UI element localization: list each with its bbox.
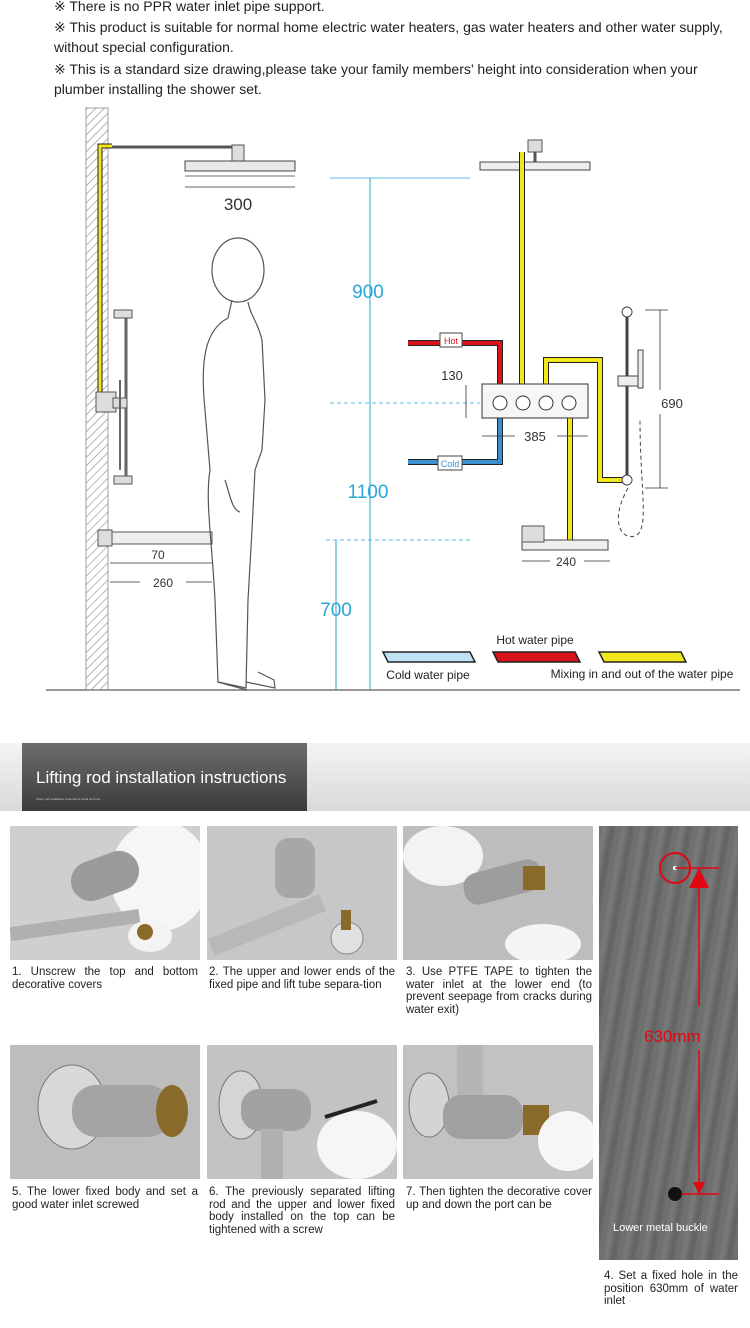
step-photo-3 bbox=[403, 826, 593, 960]
dim-690: 690 bbox=[661, 396, 683, 411]
step-text-2: 2. The upper and lower ends of the fixed… bbox=[209, 966, 395, 991]
spout-right bbox=[521, 539, 609, 551]
mix-pipes-right bbox=[519, 152, 625, 540]
step-photo-1 bbox=[10, 826, 200, 960]
legend-cold: Cold water pipe bbox=[386, 668, 470, 682]
dim-1100: 1100 bbox=[348, 482, 389, 503]
step-photo-6 bbox=[207, 1045, 397, 1179]
hot-tag: Hot bbox=[444, 336, 459, 346]
measure-label: 630mm bbox=[644, 1027, 701, 1046]
step-text-1: 1. Unscrew the top and bottom decorative… bbox=[12, 966, 198, 991]
cold-tag: Cold bbox=[441, 459, 460, 469]
cold-pipe bbox=[408, 418, 503, 465]
pipe-cover-image bbox=[10, 826, 200, 960]
step-photo-2 bbox=[207, 826, 397, 960]
installation-diagram: 300 70 260 900 1100 700 Hot Cold bbox=[46, 107, 740, 691]
section-title: Lifting rod installation instructions bbox=[36, 768, 287, 787]
step-text-5: 5. The lower fixed body and set a good w… bbox=[12, 1186, 198, 1211]
dim-70: 70 bbox=[151, 548, 165, 562]
dim-300: 300 bbox=[224, 195, 252, 214]
dim-240: 240 bbox=[556, 555, 576, 569]
step-text-6: 6. The previously separated lifting rod … bbox=[209, 1186, 395, 1236]
person-outline bbox=[202, 237, 276, 691]
dim-385: 385 bbox=[524, 429, 546, 444]
step-text-7: 7. Then tighten the decorative cover up … bbox=[406, 1186, 592, 1211]
dim-260: 260 bbox=[153, 576, 173, 590]
note-2: ※ This product is suitable for normal ho… bbox=[54, 19, 723, 55]
dim-900: 900 bbox=[352, 282, 384, 303]
pipe-separation-image bbox=[207, 826, 397, 960]
section-subtitle: Lifting rod installation instructions sm… bbox=[36, 797, 101, 801]
wall-measure-photo bbox=[599, 826, 738, 1260]
lower-fixed-body-image bbox=[10, 1045, 200, 1179]
legend-mix: Mixing in and out of the water pipe bbox=[551, 667, 734, 681]
notes-block: ※ There is no PPR water inlet pipe suppo… bbox=[0, 0, 750, 100]
spout bbox=[107, 531, 213, 545]
banner-tab bbox=[22, 743, 307, 811]
ptfe-tape-image bbox=[403, 826, 593, 960]
legend: Hot water pipe Cold water pipe Mixing in… bbox=[381, 633, 734, 682]
dim-130: 130 bbox=[441, 368, 463, 383]
decorative-cover-image bbox=[403, 1045, 593, 1179]
section-banner: Lifting rod installation instructions Li… bbox=[0, 743, 750, 811]
step-text-3: 3. Use PTFE TAPE to tighten the water in… bbox=[406, 966, 592, 1016]
overhead-shower-right bbox=[479, 161, 591, 171]
legend-hot: Hot water pipe bbox=[496, 633, 574, 647]
step-photo-7 bbox=[403, 1045, 593, 1179]
note-3: ※ This is a standard size drawing,please… bbox=[54, 61, 698, 97]
note-1: ※ There is no PPR water inlet pipe suppo… bbox=[54, 0, 325, 14]
dim-700: 700 bbox=[320, 600, 352, 621]
shower-head bbox=[184, 160, 296, 172]
buckle-label: Lower metal buckle bbox=[613, 1222, 708, 1234]
step-text-4: 4. Set a fixed hole in the position 630m… bbox=[604, 1270, 738, 1307]
measure-overlay bbox=[659, 852, 719, 1201]
tighten-screw-image bbox=[207, 1045, 397, 1179]
step-photo-5 bbox=[10, 1045, 200, 1179]
